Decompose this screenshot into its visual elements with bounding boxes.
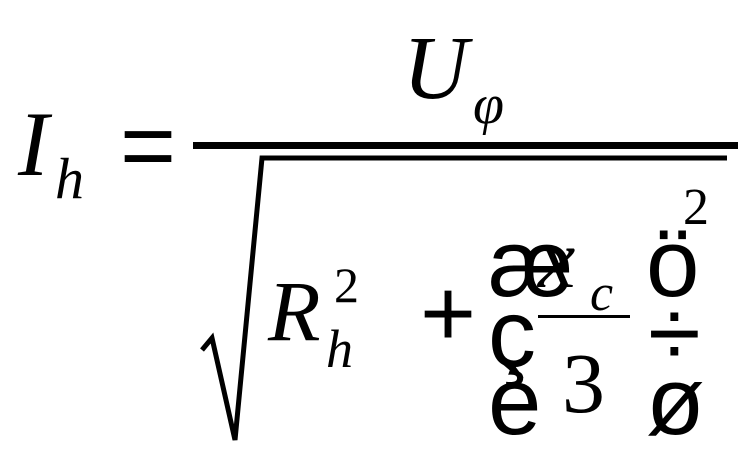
right-paren-top: ö xyxy=(646,210,700,317)
right-paren-bottom: ø xyxy=(646,348,705,455)
left-paren-bottom: è xyxy=(488,348,542,455)
outer-exponent: 2 xyxy=(683,179,709,236)
reactance-symbol: x xyxy=(538,213,576,306)
voltage-symbol: U xyxy=(403,19,468,118)
resistance-symbol: R xyxy=(268,263,321,359)
left-paren-top: æ xyxy=(488,210,574,317)
current-subscript: h xyxy=(55,146,84,211)
fraction-bar xyxy=(193,142,738,149)
voltage-subscript: φ xyxy=(473,74,504,136)
plus-sign: + xyxy=(420,260,477,367)
right-paren-mid: ÷ xyxy=(648,280,701,387)
inner-denominator: 3 xyxy=(562,335,605,431)
current-symbol: I xyxy=(18,93,49,195)
left-paren-mid: ç xyxy=(488,280,536,387)
resistance-exponent: 2 xyxy=(334,257,359,313)
inner-fraction-bar xyxy=(538,315,630,318)
reactance-subscript: c xyxy=(590,265,614,322)
equals-sign: = xyxy=(120,92,177,199)
resistance-subscript: h xyxy=(326,319,353,379)
